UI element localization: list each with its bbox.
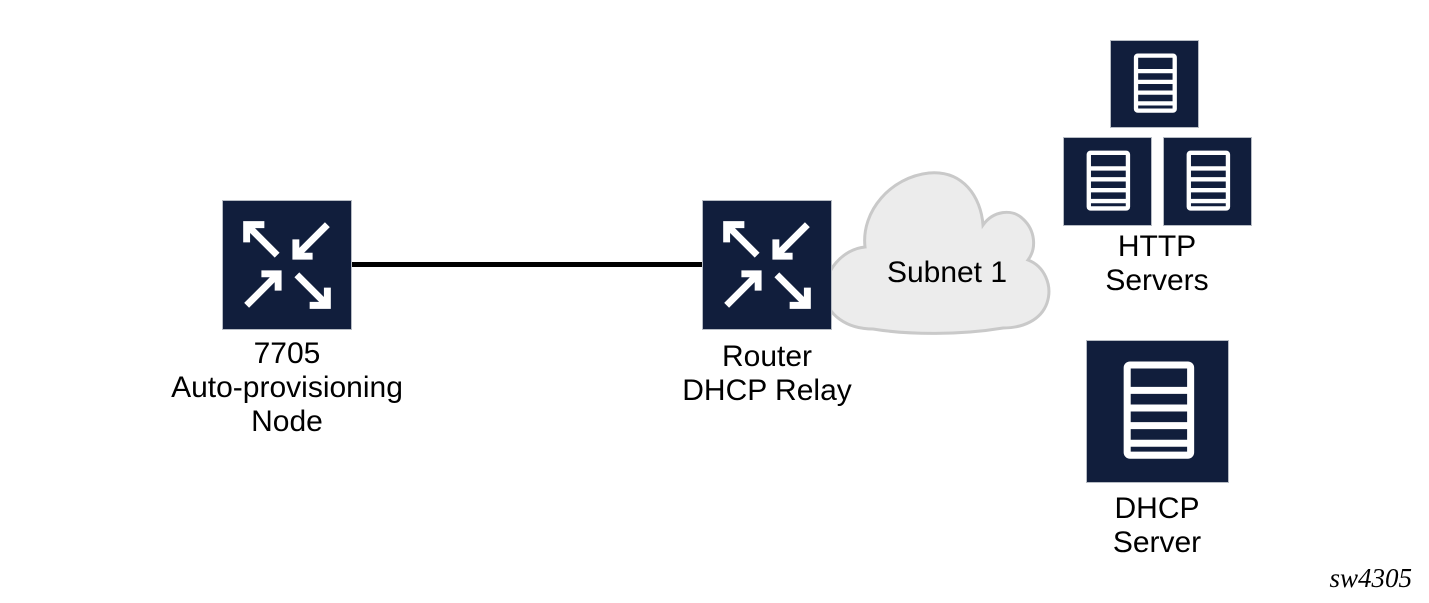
node-7705-auto-provisioning (222, 200, 352, 330)
figure-watermark: sw4305 (1329, 563, 1412, 593)
dhcp-server-label: DHCP Server (1112, 492, 1202, 559)
http-server-node-right (1163, 137, 1252, 226)
server-icon (1133, 53, 1177, 113)
server-icon (1123, 361, 1195, 459)
router-arrows-icon (243, 221, 331, 309)
server-icon (1086, 150, 1131, 211)
http-server-node-left (1063, 137, 1152, 226)
router-dhcp-relay-label: Router DHCP Relay (682, 340, 852, 407)
connector-line (348, 262, 708, 267)
subnet-cloud-shape (823, 171, 1051, 335)
dhcp-server-node (1086, 340, 1229, 483)
http-server-node-top (1110, 40, 1199, 128)
subnet-label: Subnet 1 (886, 256, 1008, 289)
server-icon (1186, 150, 1231, 211)
node-router-dhcp-relay (702, 200, 832, 330)
auto-provisioning-node-label: 7705 Auto-provisioning Node (171, 337, 403, 438)
http-servers-label: HTTP Servers (1105, 230, 1209, 297)
router-arrows-icon (723, 221, 811, 309)
